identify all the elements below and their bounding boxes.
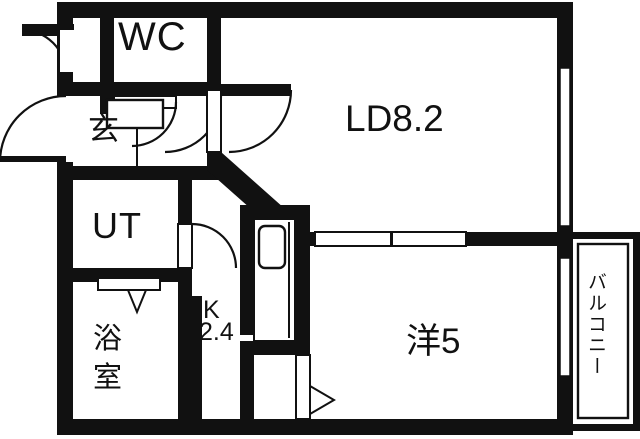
ld-door-arc	[228, 89, 293, 154]
wall-entry-upper	[57, 82, 105, 96]
wall-stub-upper-a	[57, 18, 73, 26]
wall-kitchen-left	[192, 296, 202, 431]
bath-door-panel[interactable]	[97, 277, 161, 291]
ut-door-arc	[191, 222, 238, 269]
ld-door-leaf[interactable]	[221, 84, 291, 96]
fixtures-group	[105, 98, 296, 342]
wall-bedroom-top-right	[466, 232, 573, 246]
closet-strip-upper	[114, 18, 128, 80]
wall-left-lower	[57, 178, 73, 431]
window-ld-right	[559, 67, 571, 227]
wc-door-arc	[131, 101, 178, 148]
wall-ld-bedroom-post	[293, 216, 309, 236]
sliding-door-panel-left[interactable]	[314, 231, 392, 247]
wall-kitchen-top	[240, 205, 310, 219]
wall-genkan-bottom	[73, 166, 221, 180]
wall-balcony-bottom	[573, 424, 640, 431]
kitchen-sink	[257, 224, 287, 270]
wall-balcony-top	[573, 232, 640, 239]
wall-top	[57, 2, 573, 18]
wall-wc-bottom	[100, 82, 221, 96]
door-genkan-arc	[0, 94, 67, 163]
walls-group	[57, 2, 640, 435]
door-genkan-opening	[57, 96, 73, 162]
bedroom-sliding-door-leaf[interactable]	[295, 354, 311, 420]
sliding-door-panel-right[interactable]	[391, 231, 467, 247]
bedroom-sliding-door-indicator	[309, 384, 336, 416]
wall-kitchen-bottom	[240, 341, 310, 355]
balcony-group	[576, 242, 630, 420]
ld-door-jamb	[206, 89, 222, 153]
wall-closet-right	[100, 18, 114, 96]
wall-bottom	[57, 419, 573, 435]
wall-wc-right	[207, 18, 221, 96]
wall-stub-upper-b	[57, 72, 73, 84]
ut-door-leaf[interactable]	[177, 223, 193, 269]
wall-bath-right	[178, 282, 192, 431]
wall-kitchen-counter-left	[240, 205, 254, 335]
door-genkan-leaf[interactable]	[0, 156, 66, 162]
wall-balcony-right	[633, 232, 640, 431]
wall-kitchen-lower-left	[240, 355, 254, 419]
bath-door-fold-indicator	[126, 289, 148, 315]
window-bedroom-right	[559, 257, 571, 377]
openings-group	[0, 18, 571, 420]
genkan-shoe-box	[105, 98, 165, 130]
entrance-door-opening-upper	[60, 30, 74, 74]
balcony-outline	[576, 242, 630, 420]
wall-bedroom-top-left	[293, 232, 315, 246]
